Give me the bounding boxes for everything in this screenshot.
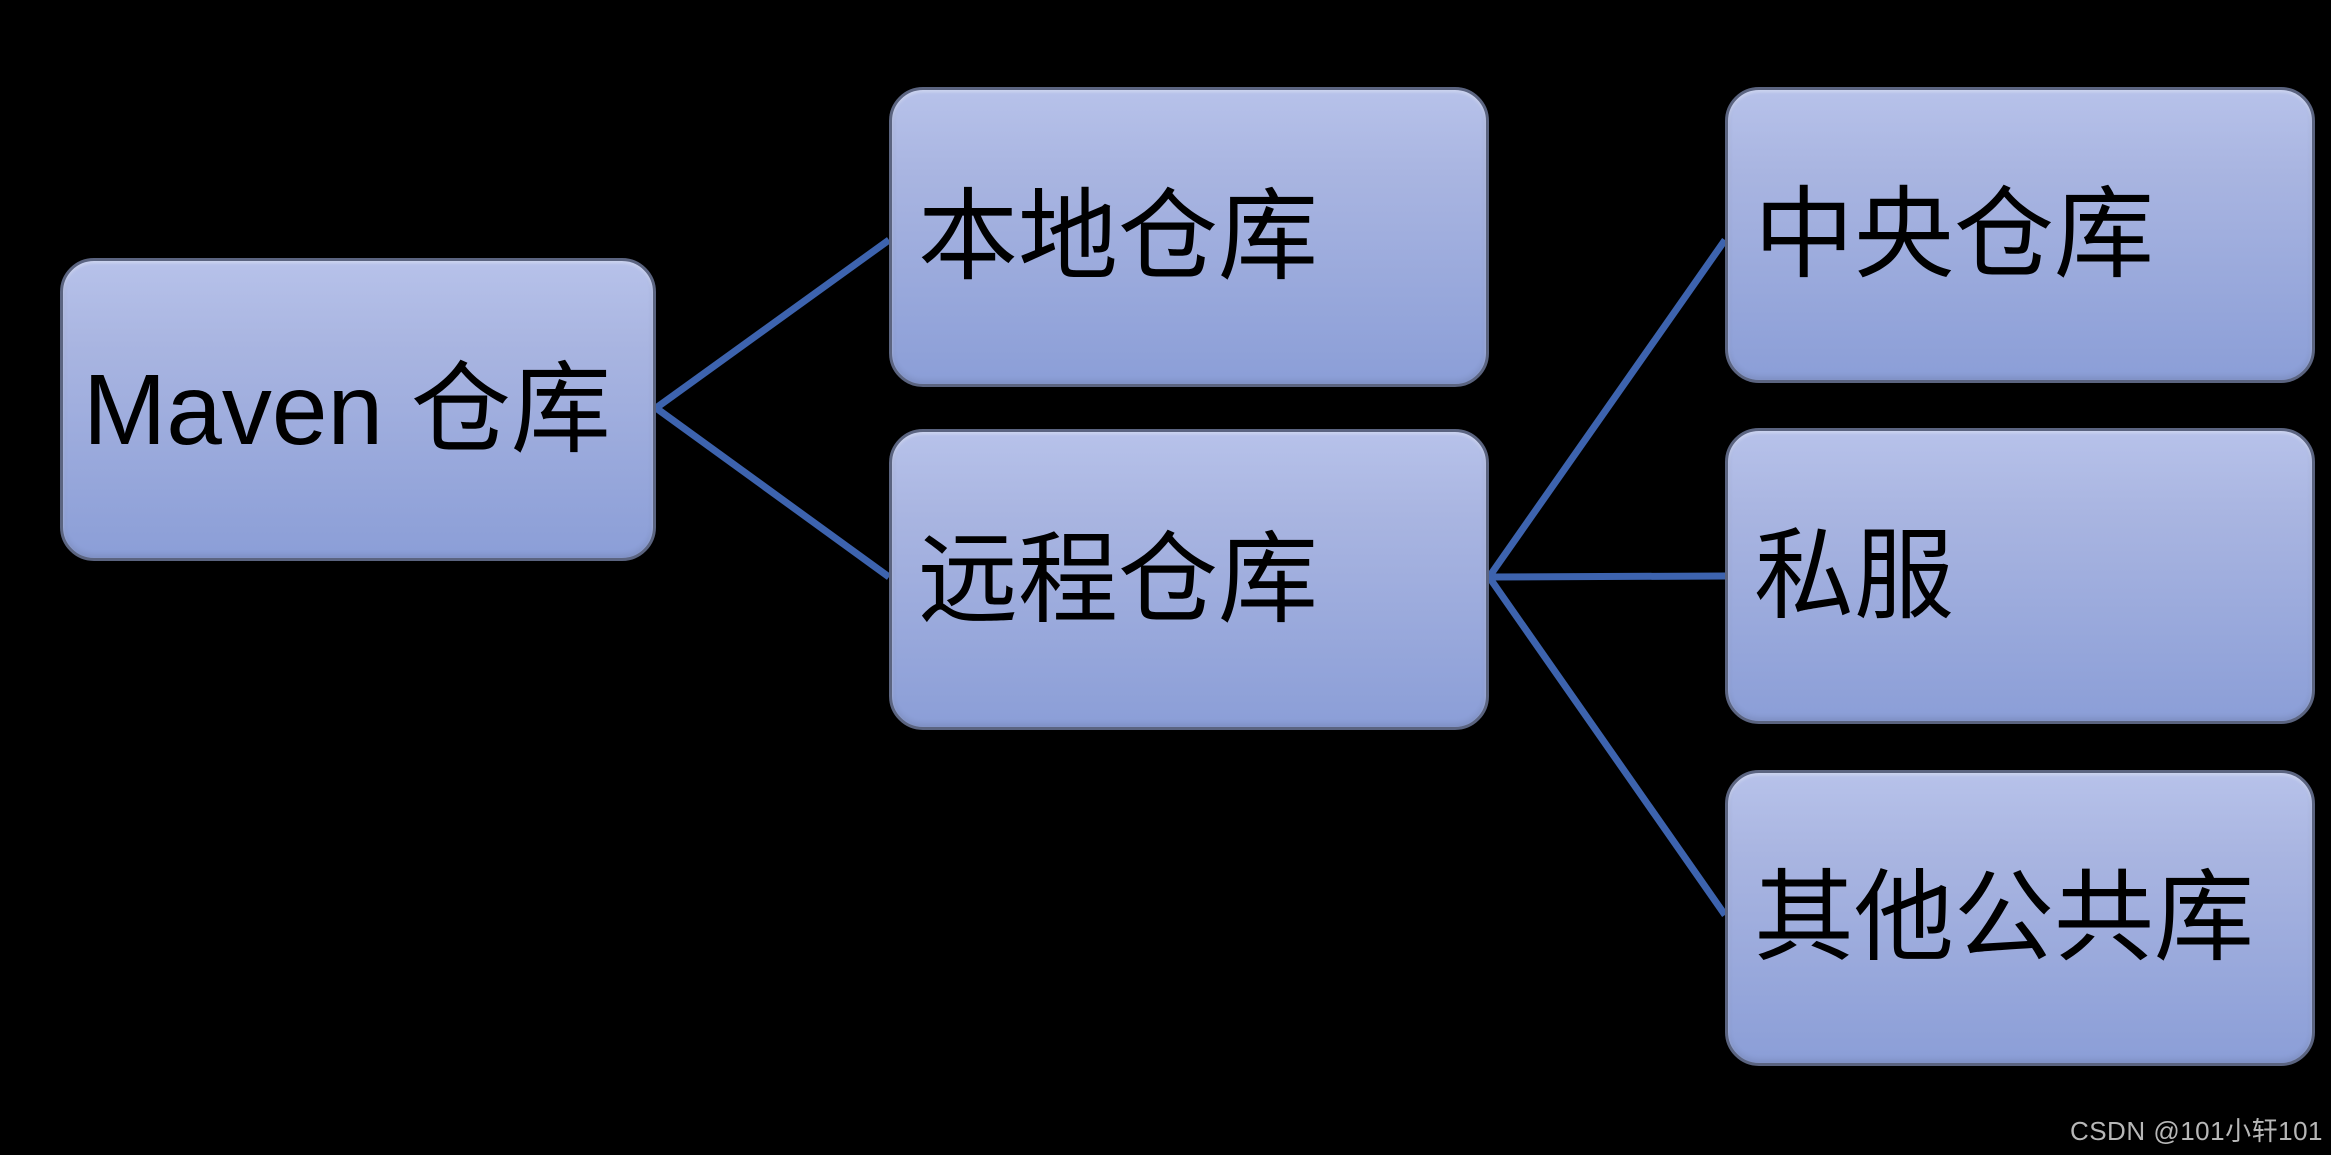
node-central-repo-label: 中央仓库 bbox=[1754, 179, 2154, 291]
edge-remote-private bbox=[1488, 572, 1726, 581]
node-private-server-label: 私服 bbox=[1754, 520, 1954, 632]
node-local-repo: 本地仓库 bbox=[889, 87, 1489, 387]
node-private-server: 私服 bbox=[1725, 428, 2315, 724]
node-local-repo-label: 本地仓库 bbox=[918, 181, 1318, 293]
edge-remote-central bbox=[1486, 237, 1728, 580]
node-central-repo: 中央仓库 bbox=[1725, 87, 2315, 383]
node-other-public-libs: 其他公共库 bbox=[1725, 770, 2315, 1066]
node-other-public-libs-label: 其他公共库 bbox=[1754, 862, 2254, 974]
edge-maven-remote bbox=[653, 405, 892, 580]
csdn-watermark: CSDN @101小轩101 bbox=[2069, 1116, 2323, 1146]
node-remote-repo-label: 远程仓库 bbox=[918, 523, 1318, 636]
node-maven-repo-label: Maven 仓库 bbox=[83, 353, 611, 466]
edge-remote-other bbox=[1486, 574, 1728, 918]
node-maven-repo: Maven 仓库 bbox=[60, 258, 656, 561]
node-remote-repo: 远程仓库 bbox=[889, 429, 1489, 730]
edge-maven-local bbox=[653, 237, 892, 411]
